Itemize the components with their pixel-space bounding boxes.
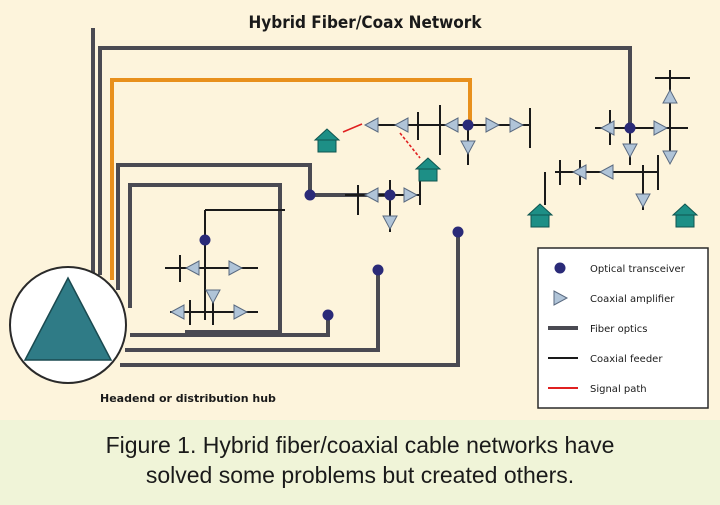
caption-line-1: Figure 1. Hybrid fiber/coaxial cable net…: [105, 432, 615, 458]
caption-line-2: solved some problems but created others.: [145, 462, 575, 488]
legend-coaxial-feeder: Coaxial feeder: [590, 354, 663, 365]
signal-path: [342, 123, 421, 159]
headend-hub: [9, 266, 127, 384]
optical-transceiver-symbol: [554, 262, 566, 274]
hub-label: Headend or distribution hub: [100, 392, 276, 405]
network-diagram: Hybrid Fiber/Coax Network: [9, 13, 709, 409]
legend-signal-path: Signal path: [590, 384, 647, 395]
legend-fiber-optics: Fiber optics: [590, 324, 647, 335]
legend-coaxial-amplifier: Coaxial amplifier: [590, 294, 675, 305]
legend: Optical transceiver Coaxial amplifier Fi…: [537, 247, 709, 409]
diagram-title: Hybrid Fiber/Coax Network: [249, 13, 483, 33]
optical-transceivers: [199, 119, 636, 321]
fiber-optic-lines: [91, 28, 632, 367]
figure-caption: Figure 1. Hybrid fiber/coaxial cable net…: [0, 420, 720, 505]
legend-optical-transceiver: Optical transceiver: [590, 264, 686, 275]
subscriber-houses: [314, 128, 698, 228]
orange-fiber-line: [110, 78, 472, 280]
